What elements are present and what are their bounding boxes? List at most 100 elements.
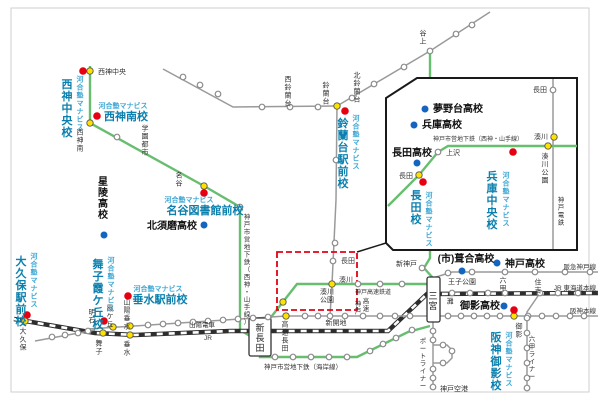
station-marker xyxy=(439,341,447,349)
highschool-label-yumenodai: 夢野台高校 xyxy=(433,102,484,115)
station-label-kosoku-nagata: 高速長田 xyxy=(282,319,289,352)
manabis-brand-seishin-chuo: 河合塾マナビス xyxy=(76,74,85,131)
station-marker xyxy=(48,333,56,341)
station-marker xyxy=(561,268,569,276)
station-marker xyxy=(314,312,322,320)
station-marker xyxy=(538,312,546,320)
manabis-suzurandai-dot xyxy=(341,107,349,115)
station-marker xyxy=(483,312,491,320)
station-marker xyxy=(552,312,560,320)
station-marker xyxy=(406,312,414,320)
st-kamisawa-inset xyxy=(434,148,442,156)
highschool-label-seiryo: 星陵高校 xyxy=(98,176,109,221)
station-marker xyxy=(286,103,294,111)
station-label-myodani: 名谷 xyxy=(176,170,183,187)
school-label-maiko: 舞子霞ケ丘校 xyxy=(93,257,105,331)
st-kobe-airport xyxy=(429,383,437,391)
station-marker xyxy=(457,312,465,320)
manabis-seishin-chuo-dot xyxy=(79,67,87,75)
station-label-nishi-suzurandai: 西鈴蘭台 xyxy=(285,75,292,107)
manabis-brand-maiko: 河合塾マナビス xyxy=(107,255,116,312)
station-marker xyxy=(466,289,474,297)
station-marker xyxy=(379,340,387,348)
school-label-okubo: 大久保駅前校 xyxy=(15,254,28,328)
hs-kitasuma-dot xyxy=(200,221,208,229)
station-marker xyxy=(219,316,227,324)
station-label-rokko: 六甲 xyxy=(500,275,507,292)
station-marker xyxy=(271,353,279,361)
manabis-brand-hyogo-chuo: 河合塾マナビス xyxy=(502,170,511,227)
station-label-kasumigaoka: 霞ケ丘 xyxy=(107,304,114,328)
station-label-kosoku-kobe-2: 神戸 xyxy=(355,299,362,316)
station-marker xyxy=(258,103,266,111)
manabis-brand-seishin-minami: 河合塾マナビス xyxy=(99,101,148,110)
st-maiko xyxy=(99,329,107,337)
station-marker xyxy=(408,326,416,334)
line-label-kaigan: 神戸市営地下鉄（海岸線） xyxy=(264,362,342,371)
station-marker xyxy=(468,21,476,29)
school-label-hanshin-mikage: 阪神御影校 xyxy=(490,330,503,392)
school-label-seishin-chuo: 西神中央校 xyxy=(62,78,74,139)
station-marker xyxy=(574,289,582,297)
station-marker xyxy=(484,289,492,297)
station-marker xyxy=(391,312,399,320)
station-marker xyxy=(307,353,315,361)
station-label-shinkobe: 新神戸 xyxy=(396,259,417,268)
station-marker xyxy=(234,315,242,323)
station-marker xyxy=(429,327,437,335)
station-marker xyxy=(332,156,340,164)
st-kasumigaoka xyxy=(109,323,117,331)
station-label-seishin-chuo: 西神中央 xyxy=(98,67,126,76)
station-label-minatogawa-inset: 湊川 xyxy=(534,132,548,141)
station-marker xyxy=(249,314,257,322)
station-marker xyxy=(429,336,437,344)
school-label-nagata: 長田校 xyxy=(411,189,423,226)
hs-mikage-dot xyxy=(500,302,508,310)
sannomiya-station-box xyxy=(426,276,441,323)
station-marker xyxy=(196,81,204,89)
hankyu-kobe-line xyxy=(432,271,598,279)
station-label-kobe-airport: 神戸空港 xyxy=(440,384,468,393)
station-label-maiko: 舞子 xyxy=(96,338,103,355)
manabis-brand-hanshin-mikage: 河合塾マナビス xyxy=(505,330,514,387)
station-marker xyxy=(289,353,297,361)
subway-to-shinkobe-line xyxy=(422,251,434,279)
hs-nagata-dot xyxy=(413,159,421,167)
station-marker xyxy=(204,317,212,325)
station-label-nagata-subway-inset: 長田 xyxy=(399,172,413,180)
station-marker xyxy=(392,334,400,342)
st-nagata-shintetsu-inset xyxy=(549,86,557,94)
station-marker xyxy=(366,347,374,355)
inset-leader-line xyxy=(356,242,387,253)
school-label-tarumi: 垂水駅前校 xyxy=(133,292,189,306)
st-minatogawa xyxy=(328,280,336,288)
station-marker xyxy=(61,331,69,339)
station-marker xyxy=(468,268,476,276)
st-suzurandai xyxy=(333,102,341,110)
station-marker xyxy=(144,321,152,329)
station-marker xyxy=(566,312,574,320)
school-label-suzurandai: 鈴蘭台駅前校 xyxy=(337,116,350,190)
station-marker xyxy=(429,365,437,373)
st-seishin-chuo xyxy=(86,67,94,75)
hs-seiryo-dot xyxy=(100,231,108,239)
station-marker xyxy=(174,319,182,327)
station-label-suzurandai: 鈴蘭台 xyxy=(323,80,330,105)
station-marker xyxy=(400,63,408,71)
station-label-okubo: 大久保 xyxy=(20,326,27,351)
station-label-sanyo-tarumi: 山陽垂水 xyxy=(124,297,131,330)
hs-fukiai-dot xyxy=(458,267,466,275)
station-marker xyxy=(452,30,460,38)
station-marker xyxy=(496,312,504,320)
manabis-myodani-dot xyxy=(200,189,208,197)
station-marker xyxy=(523,374,531,382)
manabis-brand-okubo: 河合塾マナビス xyxy=(30,251,39,308)
line-label-hankyu: 阪急神戸線 xyxy=(564,262,597,271)
inset-box xyxy=(385,77,578,251)
st-rokko xyxy=(501,268,509,276)
station-marker xyxy=(301,312,309,320)
line-label-jr-tokaido: JR 東海道本線 xyxy=(554,283,597,292)
st-seishin-minami xyxy=(86,119,94,127)
st-shinkobe xyxy=(418,264,426,272)
